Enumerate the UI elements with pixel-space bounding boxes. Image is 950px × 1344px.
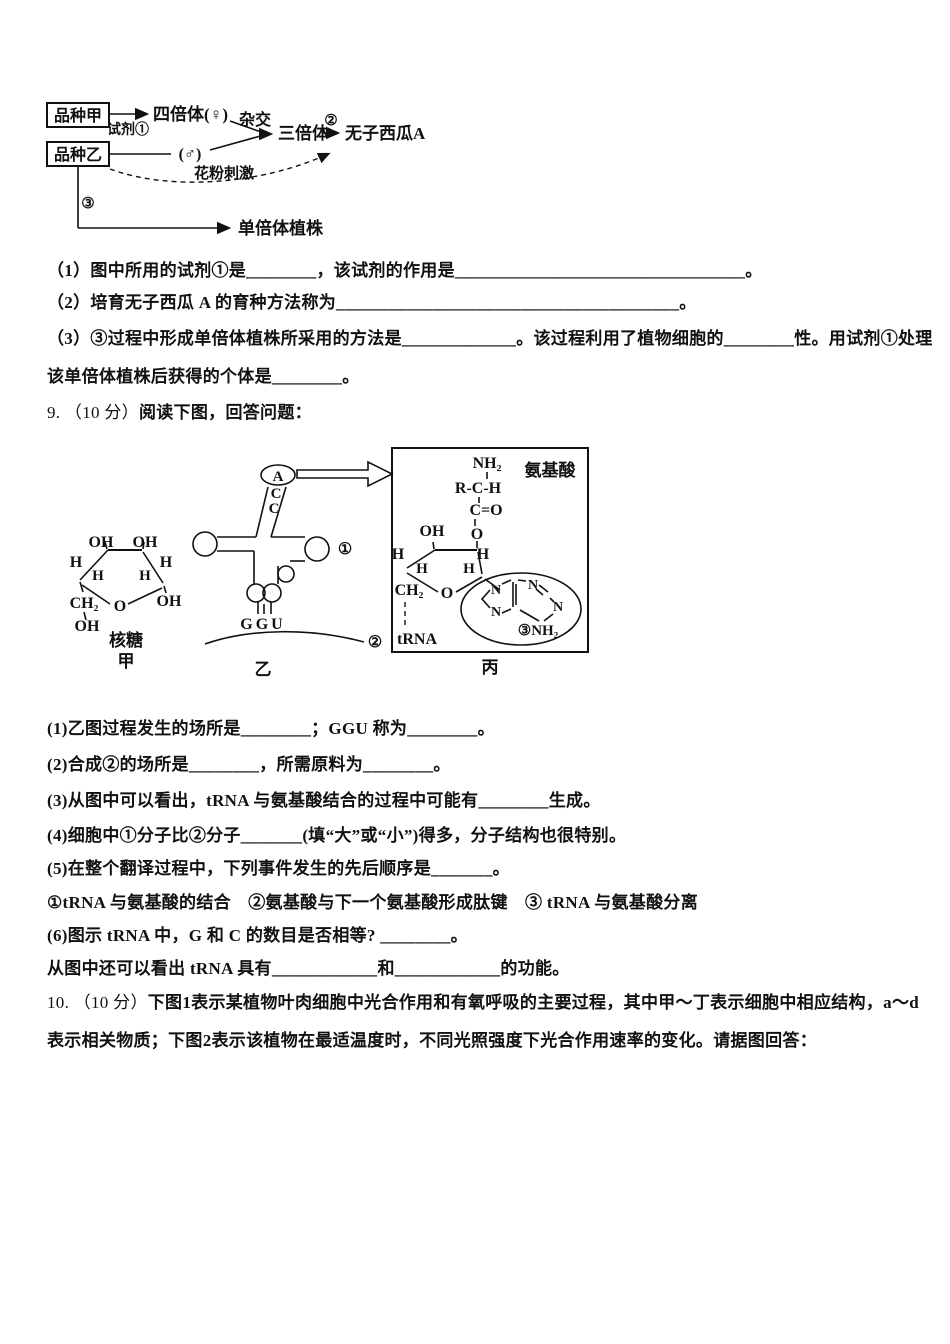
mrna-line [204, 630, 365, 645]
q8-line2: （2）培育无子西瓜 A 的育种方法称为_____________________… [47, 293, 697, 312]
jia-h-left: H [70, 554, 83, 571]
bing-o: O [471, 526, 483, 543]
label-male: (♂) [179, 146, 202, 163]
q10-number: 10. （10 分） [47, 993, 148, 1012]
q9-line5: (5)在整个翻译过程中，下列事件发生的先后顺序是_______。 [47, 859, 510, 878]
yi-mark2: ② [368, 634, 382, 651]
flow-lines [46, 102, 341, 235]
q9-events: ①tRNA 与氨基酸的结合 ②氨基酸与下一个氨基酸形成肽键 ③ tRNA 与氨基… [47, 893, 698, 912]
line-tetraploid-join [229, 120, 265, 134]
jia-caption: 核糖 [109, 630, 143, 650]
bing-n4: N [553, 600, 563, 615]
yi-base-c2: C [269, 501, 280, 517]
bing-mark3-nh2: ③NH₂ [518, 623, 559, 639]
yi-anticodon-ggu: GGU [240, 616, 285, 633]
bing-n1: N [491, 583, 501, 598]
trna-cloverleaf [192, 460, 394, 645]
label-reagent1: 试剂① [107, 121, 149, 138]
label-variety-b: 品种乙 [54, 145, 102, 164]
q8-line4: 该单倍体植株后获得的个体是________。 [47, 367, 360, 386]
big-arrow [296, 460, 394, 488]
q9-line6: (6)图示 tRNA 中，G 和 C 的数目是否相等? ________。 [47, 926, 468, 945]
jia-h-inner-right: H [139, 568, 151, 584]
jia-ch2: CH₂ [70, 595, 99, 612]
breeding-flowchart: 品种甲 品种乙 试剂① 四倍体(♀) 杂交 三倍体 ② 无子西瓜A (♂) 花粉… [46, 102, 426, 238]
amino-acid-structure [404, 472, 582, 646]
jia-oh-right: OH [157, 593, 182, 610]
yi-base-c1: C [271, 486, 282, 502]
jia-oh-topleft: OH [89, 534, 114, 551]
bing-h-left: H [392, 546, 405, 563]
ribose-structure [79, 541, 167, 621]
bing-n2: N [491, 605, 501, 620]
q9-header: 9. （10 分）阅读下图，回答问题： [47, 402, 312, 424]
bing-h-inner-right: H [463, 561, 475, 577]
jia-oh-topright: OH [133, 534, 158, 551]
bing-ch2: CH₂ [395, 582, 424, 599]
adenine-circle [460, 572, 582, 646]
jia-tag: 甲 [118, 652, 135, 671]
box-variety-a [46, 102, 110, 128]
label-hybridize: 杂交 [239, 110, 271, 129]
q9-line1: (1)乙图过程发生的场所是________；GGU 称为________。 [47, 719, 495, 738]
label-tetraploid: 四倍体(♀) [153, 104, 228, 124]
label-triploid: 三倍体 [278, 123, 330, 143]
q10-text2: 表示相关物质；下图2表示该植物在最适温度时，不同光照强度下光合作用速率的变化。请… [47, 1031, 817, 1050]
bing-trna: tRNA [397, 631, 437, 648]
bing-tag: 丙 [482, 658, 499, 677]
yi-base-a: A [273, 469, 284, 485]
q8-line1: （1）图中所用的试剂①是________，该试剂的作用是____________… [47, 261, 763, 280]
bing-co: C=O [469, 502, 502, 519]
bing-h-right: H [477, 546, 490, 563]
line-male-join [209, 134, 265, 151]
jia-ring-o: O [114, 598, 126, 615]
q9-number: 9. （10 分） [47, 403, 139, 422]
bing-h-inner-left: H [416, 561, 428, 577]
jia-oh-bottom: OH [75, 618, 100, 635]
yi-mark1: ① [338, 541, 352, 558]
label-haploid: 单倍体植株 [238, 218, 324, 238]
label-variety-a: 品种甲 [54, 106, 102, 125]
acceptor-a-circle [260, 464, 296, 486]
label-step3: ③ [81, 196, 94, 212]
q10-header: 10. （10 分）下图1表示某植物叶肉细胞中光合作用和有氧呼吸的主要过程，其中… [47, 992, 919, 1014]
yi-tag: 乙 [255, 660, 272, 679]
jia-h-inner-left: H [92, 568, 104, 584]
trna-figure: OH OH H H H H CH₂ O OH OH 核糖 甲 [70, 447, 589, 679]
q9-line4: (4)细胞中①分子比②分子_______(填“大”或“小”)得多，分子结构也很特… [47, 826, 627, 845]
q9-line7: 从图中还可以看出 tRNA 具有____________和___________… [47, 959, 570, 978]
bing-nh2: NH₂ [473, 455, 502, 472]
label-pollen: 花粉刺激 [194, 164, 255, 182]
jia-h-right: H [160, 554, 173, 571]
bing-oh: OH [420, 523, 445, 540]
q9-line3: (3)从图中可以看出，tRNA 与氨基酸结合的过程中可能有________生成。 [47, 791, 601, 810]
q9-header-text: 阅读下图，回答问题： [138, 403, 312, 422]
label-seedless: 无子西瓜A [344, 124, 426, 143]
bing-box [391, 447, 589, 653]
bing-n3: N [528, 578, 538, 593]
q10-text1: 下图1表示某植物叶肉细胞中光合作用和有氧呼吸的主要过程，其中甲～丁表示细胞中相应… [147, 993, 920, 1012]
bing-rch: R-C-H [455, 480, 502, 497]
bing-amino-label: 氨基酸 [525, 460, 577, 480]
label-step2: ② [324, 113, 337, 129]
q9-line2: (2)合成②的场所是________，所需原料为________。 [47, 755, 451, 774]
bing-ring-o: O [441, 585, 453, 602]
q8-line3: （3）③过程中形成单倍体植株所采用的方法是_____________。该过程利用… [47, 329, 933, 348]
